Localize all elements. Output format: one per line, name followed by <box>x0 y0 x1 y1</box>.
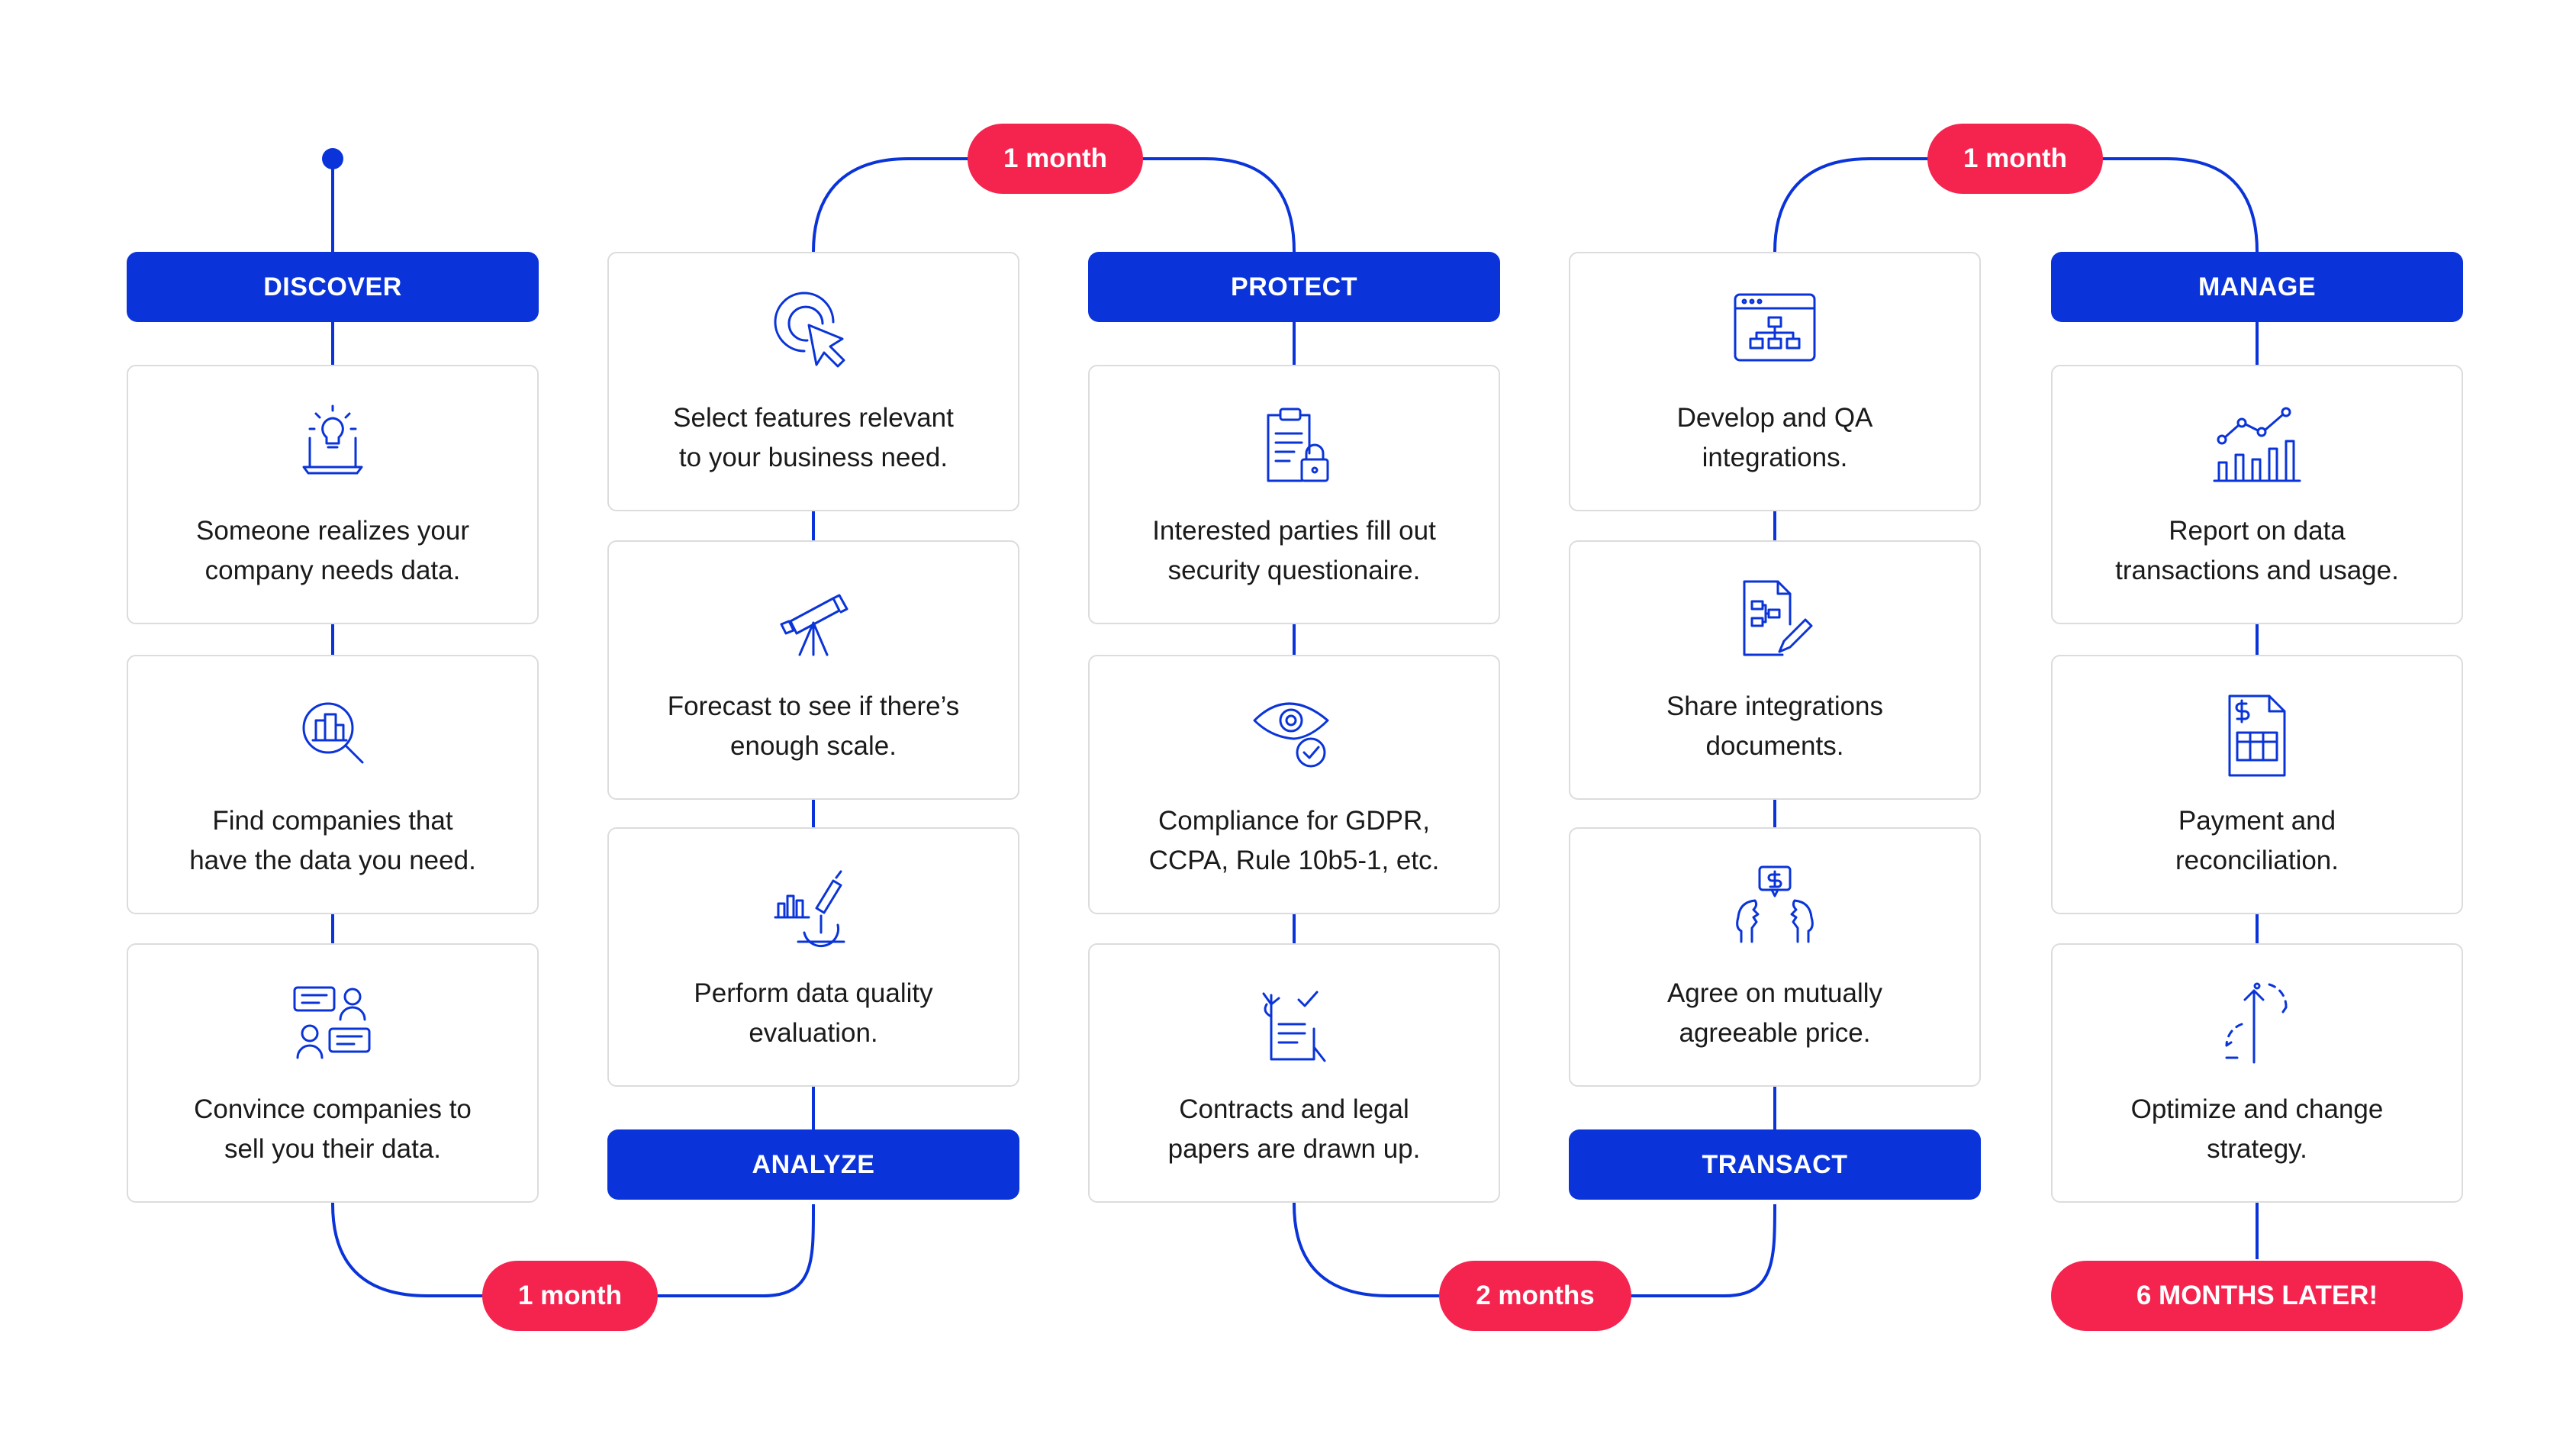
card-line: evaluation. <box>749 1018 878 1048</box>
strategy-arrow-icon <box>2211 978 2303 1070</box>
card-line: Interested parties fill out <box>1152 516 1436 546</box>
document-flow-pencil-icon <box>1729 575 1821 667</box>
invoice-dollar-icon <box>2211 690 2303 781</box>
card-line: strategy. <box>2207 1134 2307 1164</box>
card-line: Find companies that <box>212 806 453 836</box>
final-duration-pill: 6 MONTHS LATER! <box>2051 1261 2463 1331</box>
card-line: agreeable price. <box>1679 1018 1871 1048</box>
card-line: transactions and usage. <box>2115 556 2399 585</box>
line-bar-chart-icon <box>2211 400 2303 491</box>
card-line: integrations. <box>1702 443 1848 472</box>
card-line: have the data you need. <box>189 846 476 875</box>
card-manage-optimize: Optimize and change strategy. <box>2051 943 2463 1203</box>
card-line: company needs data. <box>204 556 461 585</box>
header-manage: MANAGE <box>2051 252 2463 322</box>
card-line: Report on data <box>2169 516 2346 546</box>
chat-people-icon <box>287 978 378 1070</box>
header-transact: TRANSACT <box>1569 1129 1981 1200</box>
card-line: enough scale. <box>730 731 897 761</box>
card-manage-report: Report on data transactions and usage. <box>2051 365 2463 624</box>
lightbulb-laptop-icon <box>287 400 378 491</box>
card-line: Contracts and legal <box>1179 1094 1409 1124</box>
duration-pill-protect-transact: 2 months <box>1439 1261 1631 1331</box>
card-manage-payment: Payment and reconciliation. <box>2051 655 2463 914</box>
card-analyze-quality: Perform data quality evaluation. <box>607 827 1019 1087</box>
card-line: Payment and <box>2178 806 2336 836</box>
card-line: Develop and QA <box>1676 403 1873 433</box>
card-line: Select features relevant <box>673 403 954 433</box>
card-line: to your business need. <box>678 443 948 472</box>
card-line: documents. <box>1705 731 1844 761</box>
card-transact-develop: Develop and QA integrations. <box>1569 252 1981 511</box>
card-line: security questionaire. <box>1167 556 1421 585</box>
duration-pill-transact-manage: 1 month <box>1927 124 2103 194</box>
document-sign-icon <box>1248 978 1340 1070</box>
card-line: CCPA, Rule 10b5-1, etc. <box>1148 846 1440 875</box>
duration-pill-discover-analyze: 1 month <box>482 1261 658 1331</box>
connector-discover-analyze <box>331 1204 816 1297</box>
telescope-icon <box>768 575 859 667</box>
card-protect-compliance: Compliance for GDPR, CCPA, Rule 10b5-1, … <box>1088 655 1500 914</box>
card-line: Share integrations <box>1666 691 1884 721</box>
microscope-chart-icon <box>768 862 859 954</box>
cursor-click-icon <box>768 287 859 379</box>
card-protect-contracts: Contracts and legal papers are drawn up. <box>1088 943 1500 1203</box>
card-line: Forecast to see if there’s <box>667 691 960 721</box>
header-discover: DISCOVER <box>127 252 539 322</box>
clipboard-lock-icon <box>1248 400 1340 491</box>
card-analyze-select: Select features relevant to your busines… <box>607 252 1019 511</box>
card-transact-share: Share integrations documents. <box>1569 540 1981 800</box>
eye-check-icon <box>1248 690 1340 781</box>
card-line: Perform data quality <box>694 978 933 1008</box>
card-line: papers are drawn up. <box>1167 1134 1421 1164</box>
card-line: Convince companies to <box>194 1094 472 1124</box>
card-line: sell you their data. <box>224 1134 442 1164</box>
card-line: reconciliation. <box>2175 846 2339 875</box>
card-analyze-forecast: Forecast to see if there’s enough scale. <box>607 540 1019 800</box>
header-protect: PROTECT <box>1088 252 1500 322</box>
card-transact-agree: Agree on mutually agreeable price. <box>1569 827 1981 1087</box>
card-discover-realize: Someone realizes your company needs data… <box>127 365 539 624</box>
header-analyze: ANALYZE <box>607 1129 1019 1200</box>
card-line: Someone realizes your <box>196 516 469 546</box>
duration-pill-analyze-protect: 1 month <box>968 124 1143 194</box>
start-dot <box>322 148 343 169</box>
negotiation-heads-icon <box>1729 862 1821 954</box>
card-line: Agree on mutually <box>1666 978 1883 1008</box>
card-line: Compliance for GDPR, <box>1158 806 1430 836</box>
card-discover-find: Find companies that have the data you ne… <box>127 655 539 914</box>
card-line: Optimize and change <box>2130 1094 2384 1124</box>
card-protect-questionnaire: Interested parties fill out security que… <box>1088 365 1500 624</box>
card-discover-convince: Convince companies to sell you their dat… <box>127 943 539 1203</box>
connector-protect-transact <box>1293 1204 1776 1297</box>
magnifier-buildings-icon <box>287 690 378 781</box>
browser-network-icon <box>1729 287 1821 379</box>
